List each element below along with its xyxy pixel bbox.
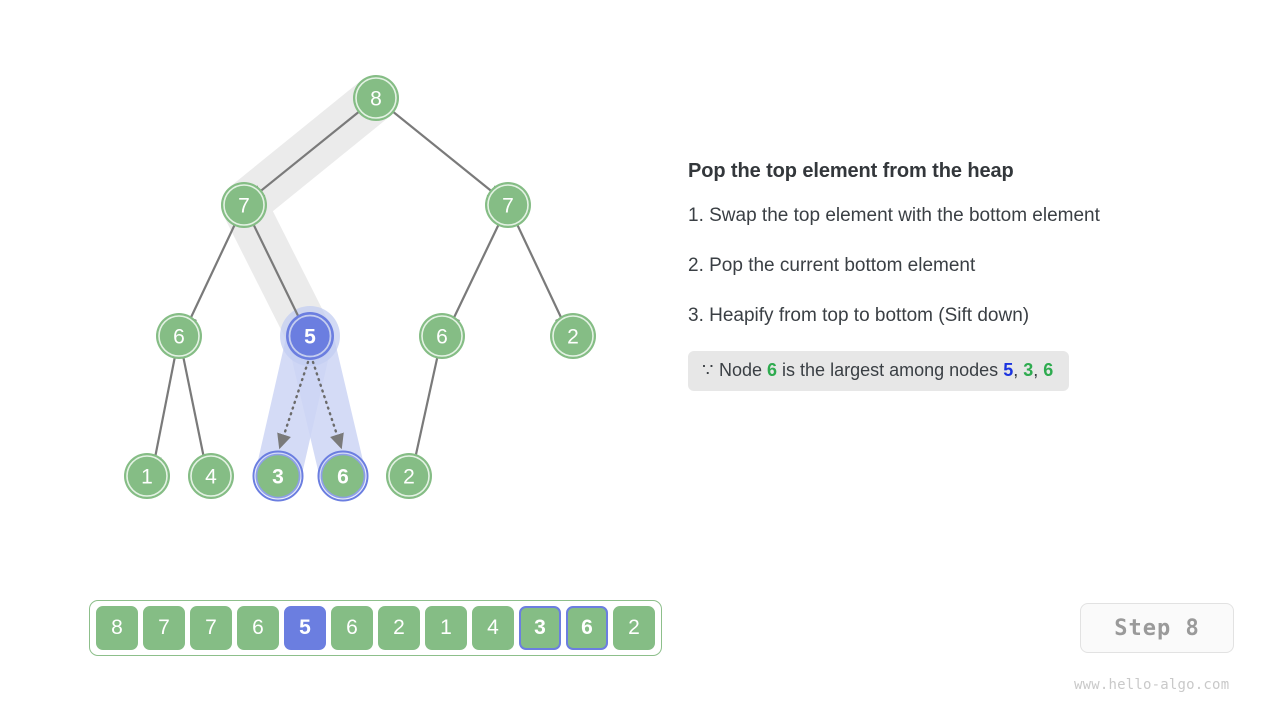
array-cell[interactable]: 7 (190, 606, 232, 650)
reason-note: ∵ Node 6 is the largest among nodes 5, 3… (688, 351, 1070, 391)
tree-node-candidate[interactable]: 3 (252, 450, 304, 502)
tree-node-label: 4 (205, 466, 217, 489)
tree-node-label: 1 (141, 466, 153, 489)
array-cell[interactable]: 4 (472, 606, 514, 650)
note-text-middle: is the largest among nodes (782, 360, 999, 380)
array-cell[interactable]: 6 (331, 606, 373, 650)
tree-edges (148, 97, 567, 471)
tree-node-label: 3 (272, 466, 284, 489)
array-cell[interactable]: 2 (613, 606, 655, 650)
tree-node-label: 7 (238, 195, 250, 218)
because-symbol: ∵ (702, 360, 714, 380)
tree-node-current[interactable]: 5 (286, 312, 334, 360)
explanation-panel: Pop the top element from the heap 1. Swa… (688, 160, 1228, 391)
tree-node[interactable]: 7 (485, 182, 531, 228)
tree-node[interactable]: 2 (550, 313, 596, 359)
sift-down-path-highlight (221, 75, 399, 359)
tree-node-label: 6 (436, 326, 448, 349)
note-compare-c: 6 (1043, 360, 1054, 380)
array-cell[interactable]: 7 (143, 606, 185, 650)
tree-node-label: 5 (304, 326, 316, 349)
note-compare-a: 5 (1003, 360, 1014, 380)
tree-node[interactable]: 2 (386, 453, 432, 499)
tree-node[interactable]: 4 (188, 453, 234, 499)
tree-node-label: 7 (502, 195, 514, 218)
note-compare-b: 3 (1023, 360, 1034, 380)
tree-node[interactable]: 6 (419, 313, 465, 359)
page-title: Pop the top element from the heap (688, 160, 1014, 182)
tree-node-candidate[interactable]: 6 (317, 450, 369, 502)
heap-tree-diagram: 8 7 7 6 5 6 2 (124, 75, 596, 502)
watermark: www.hello-algo.com (1074, 677, 1230, 693)
heap-array-strip: 8 7 7 6 5 6 2 1 4 3 6 2 (89, 600, 662, 656)
array-cell-candidate[interactable]: 6 (566, 606, 608, 650)
array-cell[interactable]: 6 (237, 606, 279, 650)
step-text-1: 1. Swap the top element with the bottom … (688, 205, 1100, 226)
array-cell-current[interactable]: 5 (284, 606, 326, 650)
note-text-before: Node (718, 360, 762, 380)
array-cell[interactable]: 1 (425, 606, 467, 650)
step-text-3: 3. Heapify from top to bottom (Sift down… (688, 305, 1030, 326)
array-cell[interactable]: 8 (96, 606, 138, 650)
tree-node[interactable]: 1 (124, 453, 170, 499)
array-cell-candidate[interactable]: 3 (519, 606, 561, 650)
tree-node-label: 6 (337, 466, 349, 489)
tree-node-label: 2 (567, 326, 579, 349)
tree-node-label: 2 (403, 466, 415, 489)
tree-node-label: 6 (173, 326, 185, 349)
note-subject-value: 6 (767, 360, 778, 380)
note-sep-1: , (1013, 360, 1019, 380)
step-text-2: 2. Pop the current bottom element (688, 255, 976, 276)
note-sep-2: , (1033, 360, 1039, 380)
tree-node-label: 8 (370, 88, 382, 111)
array-cell[interactable]: 2 (378, 606, 420, 650)
tree-node[interactable]: 8 (353, 75, 399, 121)
tree-node[interactable]: 6 (156, 313, 202, 359)
tree-node[interactable]: 7 (221, 182, 267, 228)
step-badge: Step 8 (1080, 603, 1234, 653)
